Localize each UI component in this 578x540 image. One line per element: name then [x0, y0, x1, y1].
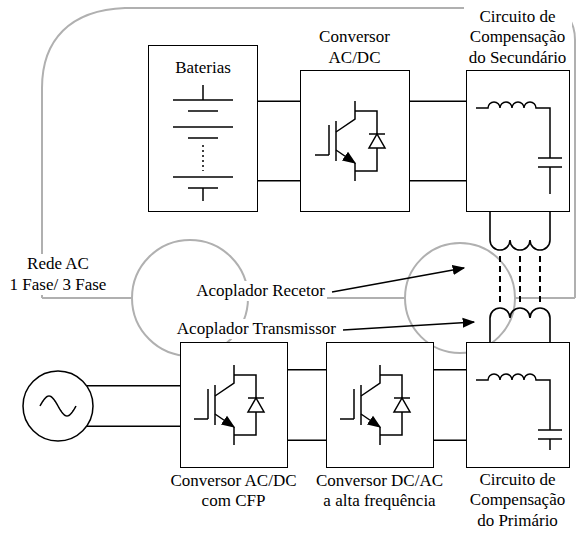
converter-box: Conversor AC/DC	[300, 70, 410, 212]
node-label: Conversor AC/DC	[299, 27, 411, 68]
symbol-line	[538, 429, 562, 431]
symbol-path	[476, 102, 550, 158]
node-label: Conversor AC/DC com CFP	[167, 471, 300, 512]
receiver-coil	[490, 212, 550, 250]
node-heading: Baterias	[149, 46, 257, 78]
transmitter-coil	[490, 308, 550, 342]
compensation-box: Circuito de Compensação do Primário	[466, 342, 570, 468]
component-symbol	[22, 370, 94, 442]
symbol-line	[202, 145, 204, 171]
converter-box: Conversor AC/DC com CFP	[180, 342, 288, 468]
symbol-path	[476, 374, 550, 430]
node-heading: Conversor DC/AC a alta frequência	[313, 471, 446, 512]
symbol-path	[234, 375, 256, 398]
symbol-line	[328, 125, 330, 155]
magnetic-coupling	[500, 256, 540, 302]
converter-box: Conversor DC/AC a alta frequência	[326, 342, 434, 468]
symbol-path	[336, 101, 355, 132]
symbol-line	[549, 167, 551, 194]
node-heading: Circuito de Compensação do Secundário	[464, 7, 572, 68]
car-wheel	[405, 243, 515, 353]
sine-wave	[40, 396, 76, 416]
symbol-path	[248, 398, 264, 412]
node-label: 1 Fase/ 3 Fase	[9, 275, 108, 295]
node-heading: Conversor AC/DC	[299, 27, 411, 68]
component-symbol	[466, 342, 570, 468]
symbol-path	[355, 111, 377, 134]
symbol-line	[379, 427, 381, 445]
symbol-path	[380, 375, 402, 398]
symbol-line	[202, 188, 204, 201]
symbol-line	[538, 157, 562, 159]
symbol-line	[340, 418, 354, 420]
symbol-line	[248, 397, 264, 399]
component-symbol	[326, 342, 434, 468]
symbol-line	[369, 133, 385, 135]
symbol-line	[233, 427, 235, 445]
node-heading: Conversor AC/DC com CFP	[167, 471, 300, 512]
symbol-path	[369, 134, 385, 148]
symbol-path	[361, 365, 380, 396]
symbol-line	[315, 154, 329, 156]
leader-arrow	[343, 322, 474, 330]
symbol-path	[215, 365, 234, 396]
node-label: Rede AC	[26, 254, 90, 274]
symbol-line	[360, 385, 362, 425]
node-heading: Rede AC1 Fase/ 3 Fase	[2, 254, 114, 295]
symbol-path	[361, 414, 380, 427]
leader-arrow	[332, 268, 464, 292]
wire-connector	[434, 370, 466, 441]
ac-source: Rede AC1 Fase/ 3 Fase	[22, 370, 94, 442]
symbol-line	[194, 418, 208, 420]
symbol-line	[335, 121, 337, 161]
component-symbol	[180, 342, 288, 468]
symbol-line	[354, 163, 356, 181]
wire-connector	[87, 386, 180, 426]
node-label: Circuito de Compensação do Primário	[464, 470, 572, 531]
symbol-line	[188, 110, 218, 112]
symbol-line	[549, 439, 551, 450]
part-label: Acoplador Transmissor	[175, 319, 338, 339]
symbol-line	[188, 137, 218, 139]
symbol-line	[394, 397, 410, 399]
node-heading: Circuito de Compensação do Primário	[464, 470, 572, 531]
component-symbol	[466, 70, 570, 212]
wire-connector	[410, 101, 466, 181]
component-symbol	[300, 70, 410, 212]
symbol-path	[394, 398, 410, 412]
battery-box: Baterias	[148, 45, 258, 212]
wire-connector	[258, 101, 300, 181]
symbol-path	[380, 412, 402, 435]
compensation-box: Circuito de Compensação do Secundário	[466, 70, 570, 212]
symbol-line	[202, 85, 204, 100]
source-circle	[23, 371, 93, 441]
node-label: Circuito de Compensação do Secundário	[464, 7, 572, 68]
symbol-line	[173, 176, 233, 178]
wire-connector	[288, 370, 326, 441]
symbol-path	[355, 148, 377, 171]
symbol-path	[215, 414, 234, 427]
symbol-line	[173, 126, 233, 128]
symbol-path	[336, 150, 355, 163]
symbol-line	[207, 389, 209, 419]
symbol-path	[234, 412, 256, 435]
node-label: Baterias	[174, 58, 232, 78]
symbol-line	[214, 385, 216, 425]
node-label: Conversor DC/AC a alta frequência	[313, 471, 446, 512]
symbol-line	[353, 389, 355, 419]
part-label: Acoplador Recetor	[194, 281, 327, 301]
